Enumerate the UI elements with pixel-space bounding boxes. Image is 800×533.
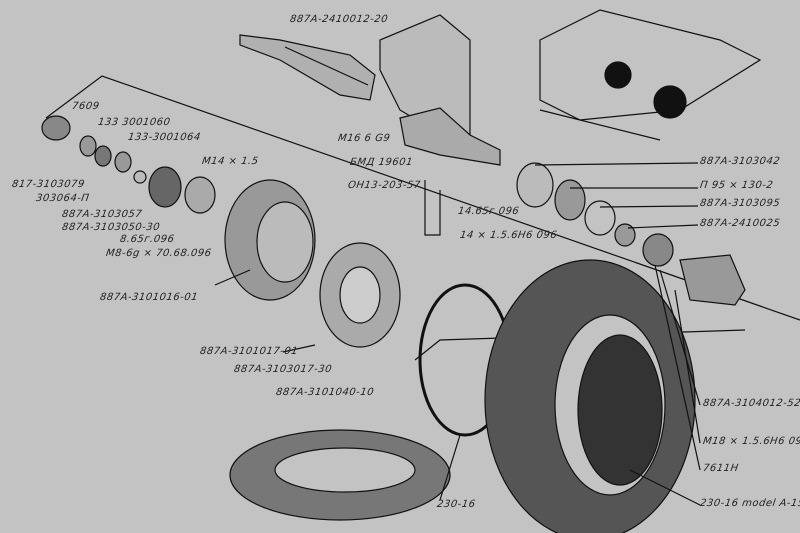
label-washer-133-060: 133 3001060 bbox=[97, 117, 172, 128]
label-bmd: БМД 19601 bbox=[349, 157, 414, 168]
label-bolt-m14: M14 × 1.5 bbox=[201, 156, 260, 167]
label-part-817: 817-3103079 bbox=[11, 179, 86, 190]
ring-3103095 bbox=[584, 200, 616, 236]
label-part-3103050: 887A-3103050-30 bbox=[61, 222, 161, 233]
label-bearing-7609: 7609 bbox=[71, 101, 101, 112]
hub-3104012 bbox=[679, 254, 746, 306]
label-washer-133-064: 133-3001064 bbox=[127, 132, 202, 143]
label-nut-14x15: 14 × 1.5.6H6 096 bbox=[459, 230, 558, 241]
label-hub-drum: 887A-3101016-01 bbox=[99, 292, 199, 303]
label-disc-3101017: 887A-3101017-01 bbox=[199, 346, 299, 357]
u-bolt bbox=[424, 180, 441, 236]
label-bolt-m16: M16 6 G9 bbox=[337, 133, 391, 144]
label-bolt-m8: M8-6g × 70.68.096 bbox=[105, 248, 213, 259]
spindle bbox=[399, 107, 501, 166]
seal-3103042 bbox=[516, 162, 554, 208]
lock-plate bbox=[94, 145, 112, 167]
bearing-7611 bbox=[642, 233, 674, 267]
label-tube: 230-16 bbox=[436, 499, 477, 510]
assembly-axis-line bbox=[45, 75, 800, 321]
washer bbox=[79, 135, 97, 157]
label-nut-m18: M18 × 1.5.6H6 096 bbox=[702, 436, 800, 447]
nut bbox=[133, 170, 147, 184]
bearing-2410025 bbox=[614, 223, 636, 247]
label-tire: 230-16 model A-151 bbox=[699, 498, 800, 509]
label-part-303064: 303064-П bbox=[35, 193, 91, 204]
label-bearing-7611: 7611H bbox=[702, 463, 740, 474]
axle-shaft bbox=[239, 34, 376, 101]
label-part-865: 8.65г.096 bbox=[119, 234, 176, 245]
trailer-frame-thumbnail bbox=[539, 9, 762, 141]
hub-cap bbox=[184, 176, 216, 214]
label-part-3103057: 887A-3103057 bbox=[61, 209, 143, 220]
label-axle: 887A-2410012-20 bbox=[289, 14, 389, 25]
gasket bbox=[148, 166, 182, 208]
label-seal-95x130: П 95 × 130-2 bbox=[699, 180, 774, 191]
label-nut-14-65: 14.65г.096 bbox=[457, 206, 520, 217]
seal-95x130 bbox=[554, 179, 586, 221]
label-stud-3103017: 887A-3103017-30 bbox=[233, 364, 333, 375]
label-oh13: ОН13-203-57 bbox=[347, 180, 422, 191]
label-ring-3103095: 887A-3103095 bbox=[699, 198, 781, 209]
washer-2 bbox=[114, 151, 132, 173]
label-bearing-2410025: 887A-2410025 bbox=[699, 218, 781, 229]
label-seal-3103042: 887A-3103042 bbox=[699, 156, 781, 167]
label-nut-3101040: 887A-3101040-10 bbox=[275, 387, 375, 398]
label-hub-3104012: 887A-3104012-52 bbox=[702, 398, 800, 409]
bearing-7609 bbox=[41, 115, 71, 141]
